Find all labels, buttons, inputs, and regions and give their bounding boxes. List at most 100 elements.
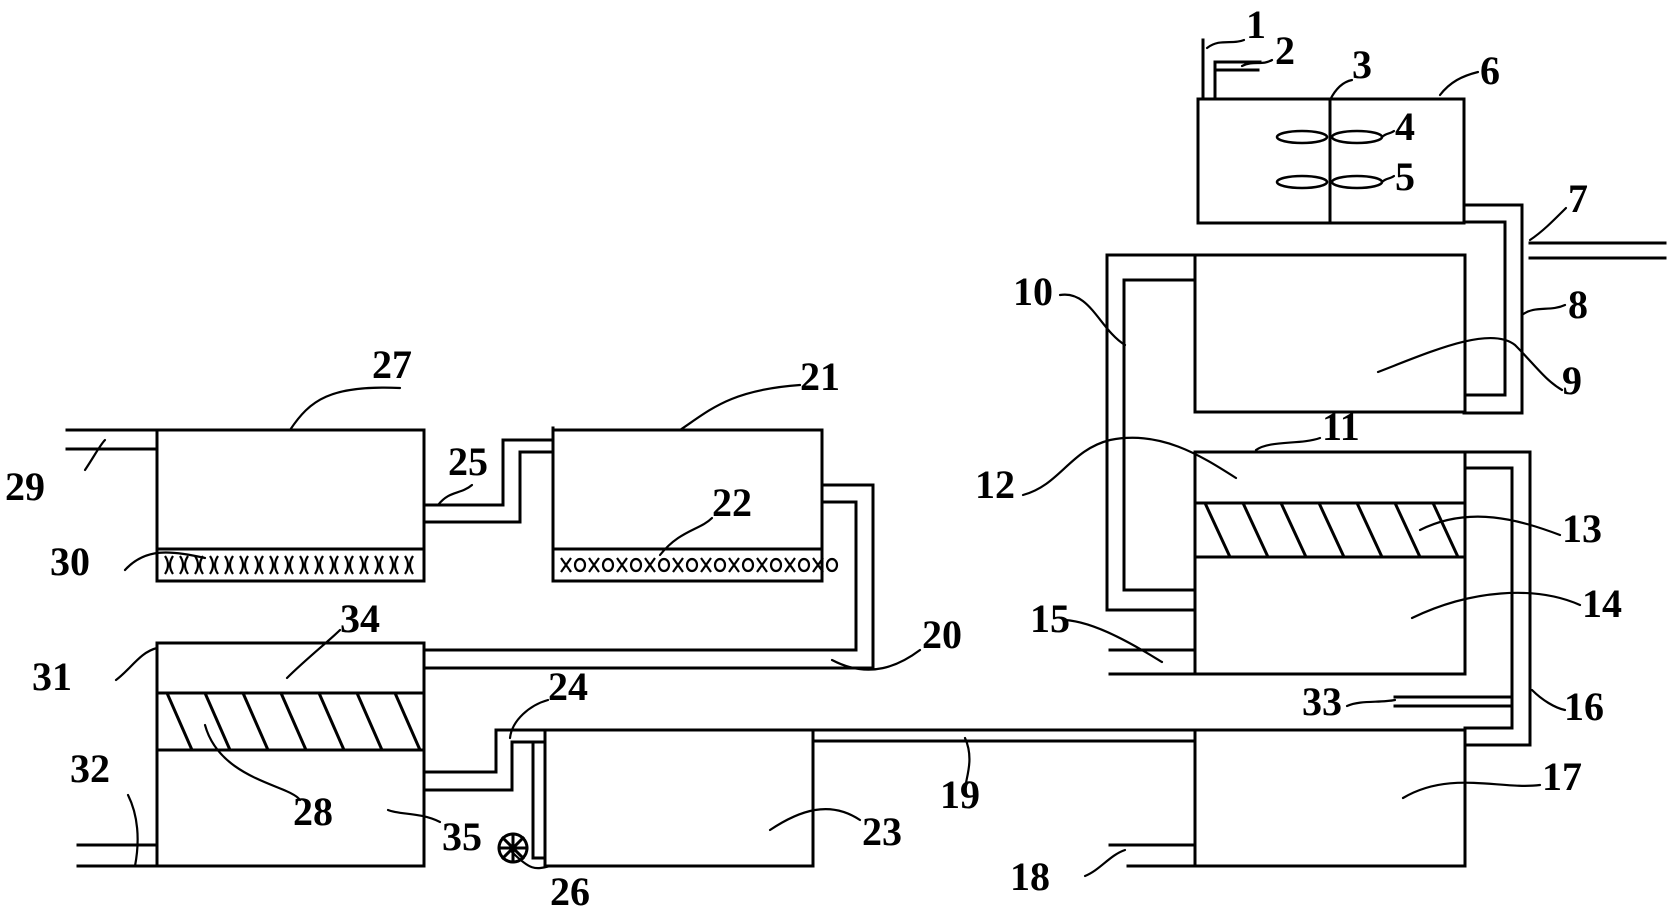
filter-tank-14 [1193,450,1467,676]
media-mark [374,555,384,575]
media-mark [299,555,309,575]
media-mark [588,557,615,573]
label-15: 15 [1030,596,1070,641]
media-mark [284,555,294,575]
label-16: 16 [1564,684,1604,729]
leader-lines [83,38,1582,878]
hatch-line [1279,502,1308,558]
media-mark [389,555,399,575]
pipe-8 [1462,203,1524,415]
media-mark [672,557,699,573]
media-mark [344,555,354,575]
label-19: 19 [940,772,980,817]
media-mark [404,555,414,575]
media-mark [359,555,369,575]
label-17: 17 [1542,754,1582,799]
label-10: 10 [1013,269,1053,314]
label-34: 34 [340,596,380,641]
label-12: 12 [975,462,1015,507]
pipe-18 [1108,843,1197,868]
label-24: 24 [548,664,588,709]
hatch-line [1393,502,1422,558]
hatch-line [1203,502,1232,558]
media-mark [784,557,811,573]
label-18: 18 [1010,854,1050,899]
pump-wheel-icon [497,740,547,864]
filter-tank-35 [155,641,426,868]
label-23: 23 [862,809,902,854]
part-labels: 1 2 3 6 4 5 7 8 9 10 11 12 13 14 15 33 1… [5,2,1622,913]
media-mark [179,555,189,575]
label-32: 32 [70,746,110,791]
mixing-tank-6 [1196,38,1466,225]
pipe-15 [1108,648,1197,676]
hatch-line [241,692,270,751]
label-30: 30 [50,539,90,584]
hatch-line [165,692,194,751]
label-9: 9 [1562,358,1582,403]
label-8: 8 [1568,282,1588,327]
media-mark [164,555,174,575]
media-mark [254,555,264,575]
label-35: 35 [442,814,482,859]
label-5: 5 [1395,154,1415,199]
media-mark [728,557,755,573]
label-14: 14 [1582,581,1622,626]
media-mark [756,557,783,573]
label-1: 1 [1246,2,1266,47]
label-29: 29 [5,464,45,509]
hatch-line [393,692,422,751]
pipe-32 [76,843,159,868]
pipe-33 [1393,695,1514,708]
tank-23 [543,728,815,868]
media-mark [224,555,234,575]
label-25: 25 [448,439,488,484]
media-mark [329,555,339,575]
media-mark [239,555,249,575]
label-3: 3 [1352,42,1372,87]
label-31: 31 [32,654,72,699]
label-28: 28 [293,789,333,834]
pipe-16 [1463,450,1532,747]
media-mark [314,555,324,575]
hatch-line [317,692,346,751]
media-mark [644,557,671,573]
label-13: 13 [1562,506,1602,551]
media-mark [700,557,727,573]
media-mark [269,555,279,575]
tank-17 [1193,728,1467,868]
pipe-24 [422,728,547,792]
pipe-29 [65,428,159,451]
label-20: 20 [922,612,962,657]
label-22: 22 [712,480,752,525]
hatch-line [1241,502,1270,558]
label-6: 6 [1480,48,1500,93]
hatch-line [1317,502,1346,558]
hatch-line [1431,502,1460,558]
label-21: 21 [800,354,840,399]
media-mark [209,555,219,575]
label-2: 2 [1275,28,1295,73]
label-27: 27 [372,342,412,387]
hatch-line [1355,502,1384,558]
media-mark [560,557,587,573]
pipe-25 [422,426,555,524]
label-7: 7 [1568,176,1588,221]
media-mark [616,557,643,573]
pipe-12 [1122,278,1197,592]
tank-27 [155,428,426,583]
label-26: 26 [550,869,590,913]
pipe-10 [1105,253,1197,612]
tank-21 [551,428,839,583]
tank-9 [1193,253,1467,414]
hatch-line [279,692,308,751]
hatch-line [203,692,232,751]
label-33: 33 [1302,679,1342,724]
label-4: 4 [1395,104,1415,149]
pipe-7 [1528,241,1667,260]
pipe-19 [811,728,1197,743]
hatch-line [355,692,384,751]
label-11: 11 [1322,404,1360,449]
pipe-20 [422,483,875,670]
